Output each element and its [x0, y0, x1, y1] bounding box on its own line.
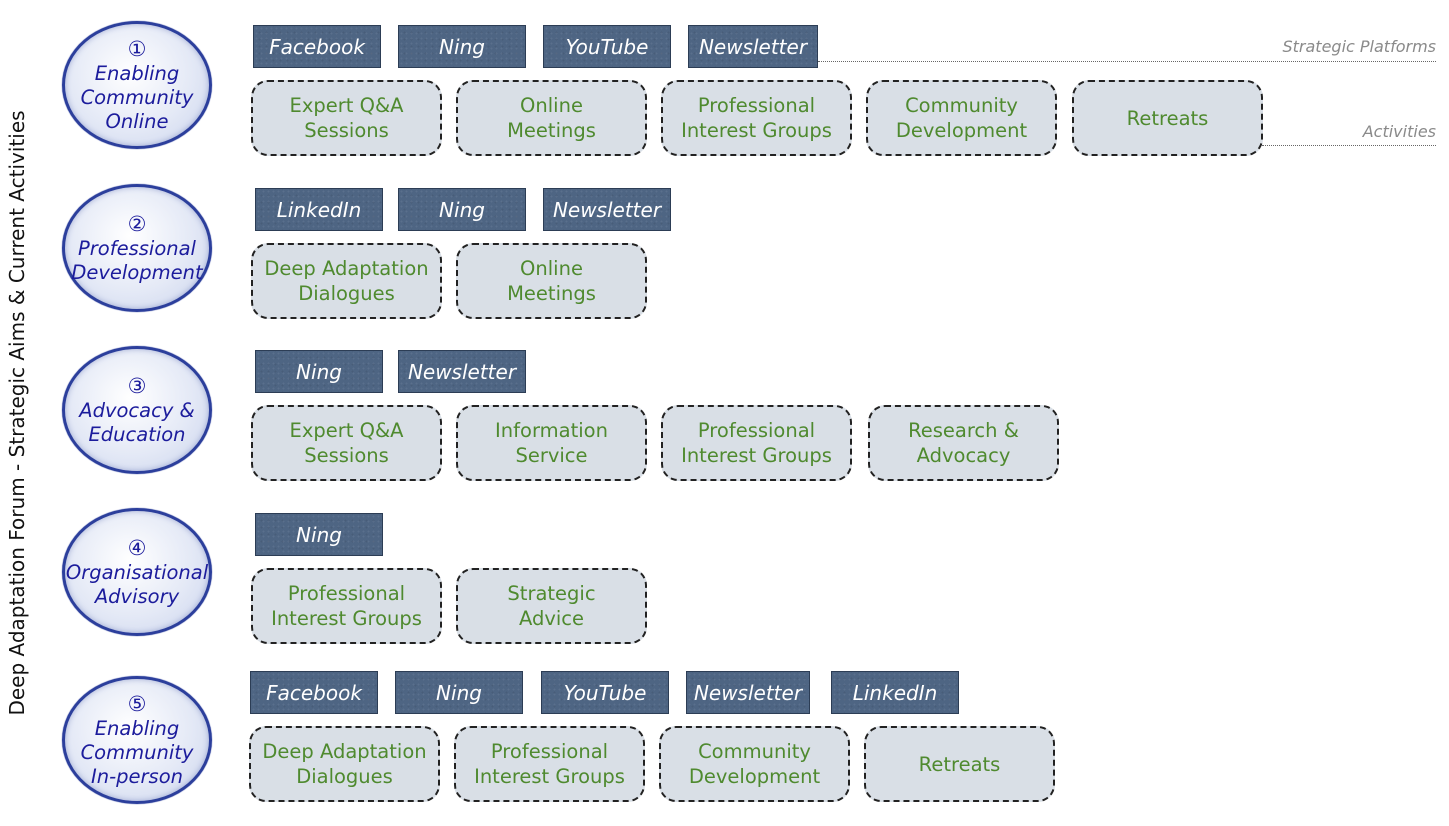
- activities-guide-line: [1262, 145, 1436, 146]
- platform-facebook: Facebook: [250, 671, 378, 714]
- platforms-guide-line: [818, 61, 1436, 62]
- platform-newsletter: Newsletter: [398, 350, 526, 393]
- aim-number: ①: [127, 37, 147, 61]
- activity-label-line: Meetings: [507, 282, 596, 305]
- activity-label-line: Advice: [518, 607, 585, 630]
- platform-linkedin: LinkedIn: [831, 671, 959, 714]
- activity-label-line: Professional: [490, 740, 609, 763]
- aim-label-line: In-person: [91, 765, 183, 788]
- activity-label-line: Interest Groups: [271, 607, 422, 630]
- aim-label-line: Advocacy &: [79, 399, 195, 422]
- platform-ning: Ning: [255, 513, 383, 556]
- aim-label-line: Education: [88, 423, 186, 446]
- platform-ning: Ning: [398, 25, 526, 68]
- activity-label-line: Sessions: [304, 444, 389, 467]
- platform-ning: Ning: [255, 350, 383, 393]
- aim-label-line: Community: [80, 741, 194, 764]
- platform-newsletter: Newsletter: [686, 671, 810, 714]
- activity-label-line: Development: [688, 765, 821, 788]
- activity-box: Retreats: [864, 726, 1055, 802]
- aim-label-line: Community: [80, 86, 194, 109]
- aim-label-line: Professional: [78, 237, 196, 260]
- diagram-title: Deep Adaptation Forum - Strategic Aims &…: [5, 110, 29, 716]
- platform-youtube: YouTube: [543, 25, 671, 68]
- activity-label-line: Meetings: [507, 119, 596, 142]
- activity-label-line: Strategic: [507, 582, 596, 605]
- aim-number: ②: [127, 212, 147, 236]
- platform-ning: Ning: [398, 188, 526, 231]
- activity-label-line: Development: [895, 119, 1028, 142]
- activity-label-line: Information: [495, 419, 608, 442]
- activity-box: Retreats: [1072, 80, 1263, 156]
- activity-label-line: Dialogues: [296, 765, 393, 788]
- activity-label-line: Expert Q&A: [289, 419, 404, 442]
- aim-label-line: Enabling: [94, 717, 180, 740]
- activity-label-line: Deep Adaptation: [262, 740, 427, 763]
- activity-label-line: Interest Groups: [474, 765, 625, 788]
- activity-label-line: Professional: [697, 94, 816, 117]
- activity-label-line: Online: [520, 94, 583, 117]
- aim-label-line: Online: [105, 110, 169, 133]
- aim-label-line: Organisational: [65, 561, 209, 584]
- activity-label-line: Interest Groups: [681, 119, 832, 142]
- activity-label-line: Community: [698, 740, 811, 763]
- activity-label-line: Expert Q&A: [289, 94, 404, 117]
- activity-label-line: Professional: [697, 419, 816, 442]
- activity-label-line: Research &: [908, 419, 1019, 442]
- aim-label-line: Advisory: [94, 585, 180, 608]
- activity-box: Research &Advocacy: [868, 405, 1059, 481]
- aim-number: ④: [127, 536, 147, 560]
- platform-newsletter: Newsletter: [688, 25, 818, 68]
- activity-label-line: Service: [515, 444, 588, 467]
- platform-facebook: Facebook: [253, 25, 381, 68]
- aim-number: ③: [127, 374, 147, 398]
- platform-youtube: YouTube: [541, 671, 669, 714]
- activity-label-line: Retreats: [918, 752, 1001, 776]
- activities-legend-label: Activities: [1362, 122, 1436, 141]
- aim-label-line: Enabling: [94, 62, 180, 85]
- activity-label-line: Online: [520, 257, 583, 280]
- activity-label-line: Sessions: [304, 119, 389, 142]
- platform-linkedin: LinkedIn: [255, 188, 383, 231]
- activity-label-line: Community: [905, 94, 1018, 117]
- activity-label-line: Interest Groups: [681, 444, 832, 467]
- platform-ning: Ning: [395, 671, 523, 714]
- aim-number: ⑤: [127, 692, 147, 716]
- activity-label-line: Retreats: [1126, 106, 1209, 130]
- activity-label-line: Dialogues: [298, 282, 395, 305]
- aim-label-line: Development: [71, 261, 203, 284]
- activity-label-line: Advocacy: [916, 444, 1011, 467]
- platform-newsletter: Newsletter: [543, 188, 671, 231]
- activity-label-line: Professional: [287, 582, 406, 605]
- platforms-legend-label: Strategic Platforms: [1282, 37, 1436, 56]
- activity-label-line: Deep Adaptation: [264, 257, 429, 280]
